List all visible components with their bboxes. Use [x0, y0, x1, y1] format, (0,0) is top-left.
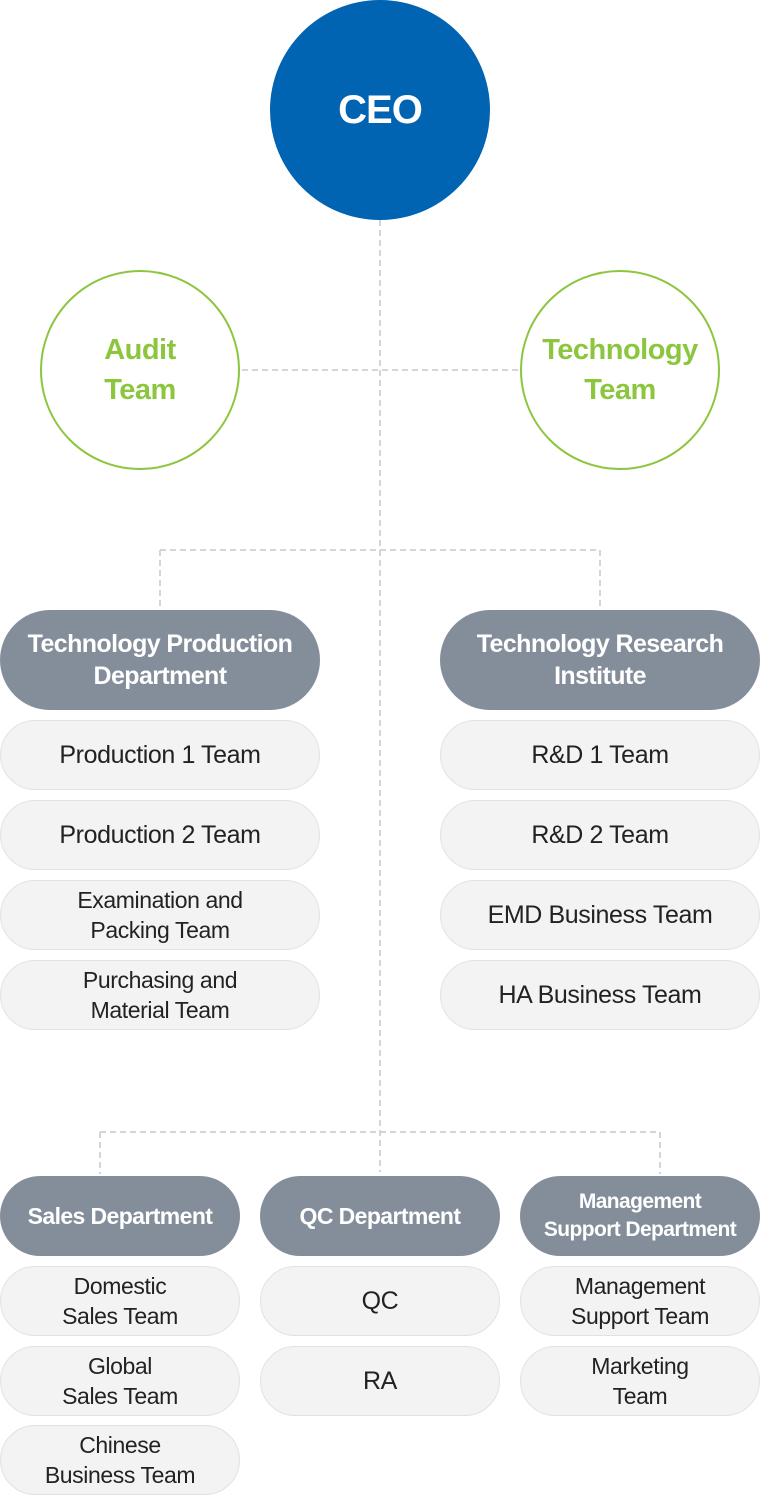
- qc-team-item: QC: [260, 1266, 500, 1336]
- management-team-label: Management Support Team: [571, 1273, 709, 1329]
- research-team-label: R&D 2 Team: [531, 821, 669, 849]
- sales-team-item: Global Sales Team: [0, 1346, 240, 1416]
- ceo-node: CEO: [270, 0, 490, 220]
- research-team-label: EMD Business Team: [487, 901, 713, 929]
- qc-team-label: QC: [361, 1287, 399, 1315]
- management-team-item: Marketing Team: [520, 1346, 760, 1416]
- qc-team-item: RA: [260, 1346, 500, 1416]
- production-department-title: Technology Production Department: [27, 630, 293, 690]
- sales-department-node: Sales Department: [0, 1176, 240, 1256]
- research-team-item: R&D 1 Team: [440, 720, 760, 790]
- sales-team-item: Domestic Sales Team: [0, 1266, 240, 1336]
- management-department-node: Management Support Department: [520, 1176, 760, 1256]
- sales-department-title: Sales Department: [27, 1203, 213, 1229]
- production-team-item: Production 2 Team: [0, 800, 320, 870]
- production-team-label: Production 2 Team: [59, 821, 261, 849]
- research-team-item: HA Business Team: [440, 960, 760, 1030]
- qc-department-title: QC Department: [299, 1203, 462, 1229]
- research-team-label: R&D 1 Team: [531, 741, 669, 769]
- research-institute-node: Technology Research Institute: [440, 610, 760, 710]
- qc-department-node: QC Department: [260, 1176, 500, 1256]
- sales-team-label: Domestic Sales Team: [62, 1273, 178, 1329]
- production-team-item: Purchasing and Material Team: [0, 960, 320, 1030]
- production-team-item: Production 1 Team: [0, 720, 320, 790]
- technology-team-node: Technology Team: [520, 270, 720, 470]
- research-team-item: R&D 2 Team: [440, 800, 760, 870]
- production-team-label: Production 1 Team: [59, 741, 261, 769]
- production-department-node: Technology Production Department: [0, 610, 320, 710]
- audit-team-label: Audit Team: [104, 334, 176, 406]
- management-team-label: Marketing Team: [591, 1353, 689, 1409]
- production-team-label: Purchasing and Material Team: [82, 967, 238, 1023]
- management-department-title: Management Support Department: [543, 1190, 737, 1241]
- technology-team-label: Technology Team: [542, 334, 698, 406]
- sales-team-label: Global Sales Team: [62, 1353, 178, 1409]
- research-institute-title: Technology Research Institute: [476, 630, 724, 690]
- sales-team-label: Chinese Business Team: [44, 1432, 196, 1488]
- research-team-item: EMD Business Team: [440, 880, 760, 950]
- audit-team-node: Audit Team: [40, 270, 240, 470]
- ceo-label: CEO: [338, 87, 423, 132]
- production-team-label: Examination and Packing Team: [77, 887, 243, 943]
- production-team-item: Examination and Packing Team: [0, 880, 320, 950]
- qc-team-label: RA: [363, 1367, 397, 1395]
- management-team-item: Management Support Team: [520, 1266, 760, 1336]
- sales-team-item: Chinese Business Team: [0, 1425, 240, 1495]
- research-team-label: HA Business Team: [498, 981, 702, 1009]
